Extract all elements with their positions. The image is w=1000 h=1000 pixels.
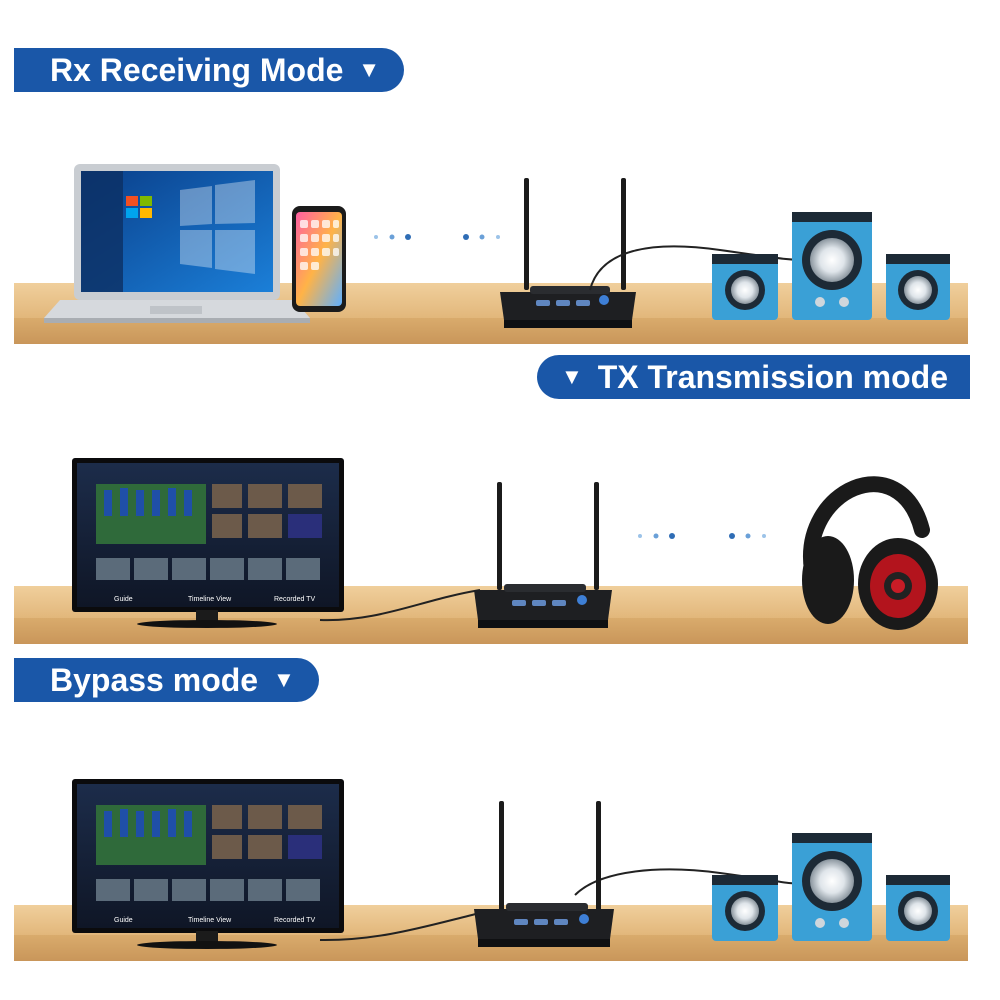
tx-mode-banner: ▼ TX Transmission mode	[537, 355, 970, 399]
tv-menu-guide: Guide	[114, 917, 133, 924]
wireless-signal-dots	[638, 533, 766, 539]
television-icon	[72, 779, 344, 949]
bluetooth-transceiver-icon	[474, 482, 612, 628]
bluetooth-transceiver-icon	[500, 178, 636, 328]
tv-menu-recorded: Recorded TV	[274, 917, 315, 924]
tv-menu-guide: Guide	[114, 596, 133, 603]
rx-scene	[0, 150, 1000, 350]
speaker-set-icon	[712, 212, 950, 320]
tv-menu-recorded: Recorded TV	[274, 596, 315, 603]
tv-menu-timeline: Timeline View	[188, 596, 232, 603]
smartphone-icon	[292, 206, 346, 312]
rx-mode-label: Rx Receiving Mode	[50, 52, 344, 88]
bypass-mode-label: Bypass mode	[50, 662, 259, 698]
tx-scene: Guide Timeline View Recorded TV	[0, 450, 1000, 655]
bluetooth-transceiver-icon	[474, 801, 614, 947]
chevron-down-icon: ▼	[358, 56, 381, 82]
tv-menu-timeline: Timeline View	[188, 917, 232, 924]
rx-mode-banner: Rx Receiving Mode ▼	[14, 48, 405, 92]
wireless-signal-dots	[374, 234, 500, 240]
bypass-scene: Guide Timeline View Recorded TV	[0, 775, 1000, 980]
laptop-icon	[44, 164, 310, 323]
tx-mode-label: TX Transmission mode	[597, 359, 948, 395]
headphones-icon	[802, 476, 938, 630]
bypass-mode-banner: Bypass mode ▼	[14, 658, 319, 702]
chevron-down-icon: ▼	[561, 363, 583, 389]
speaker-set-icon	[712, 833, 950, 941]
chevron-down-icon: ▼	[272, 666, 295, 692]
television-icon	[72, 458, 344, 628]
